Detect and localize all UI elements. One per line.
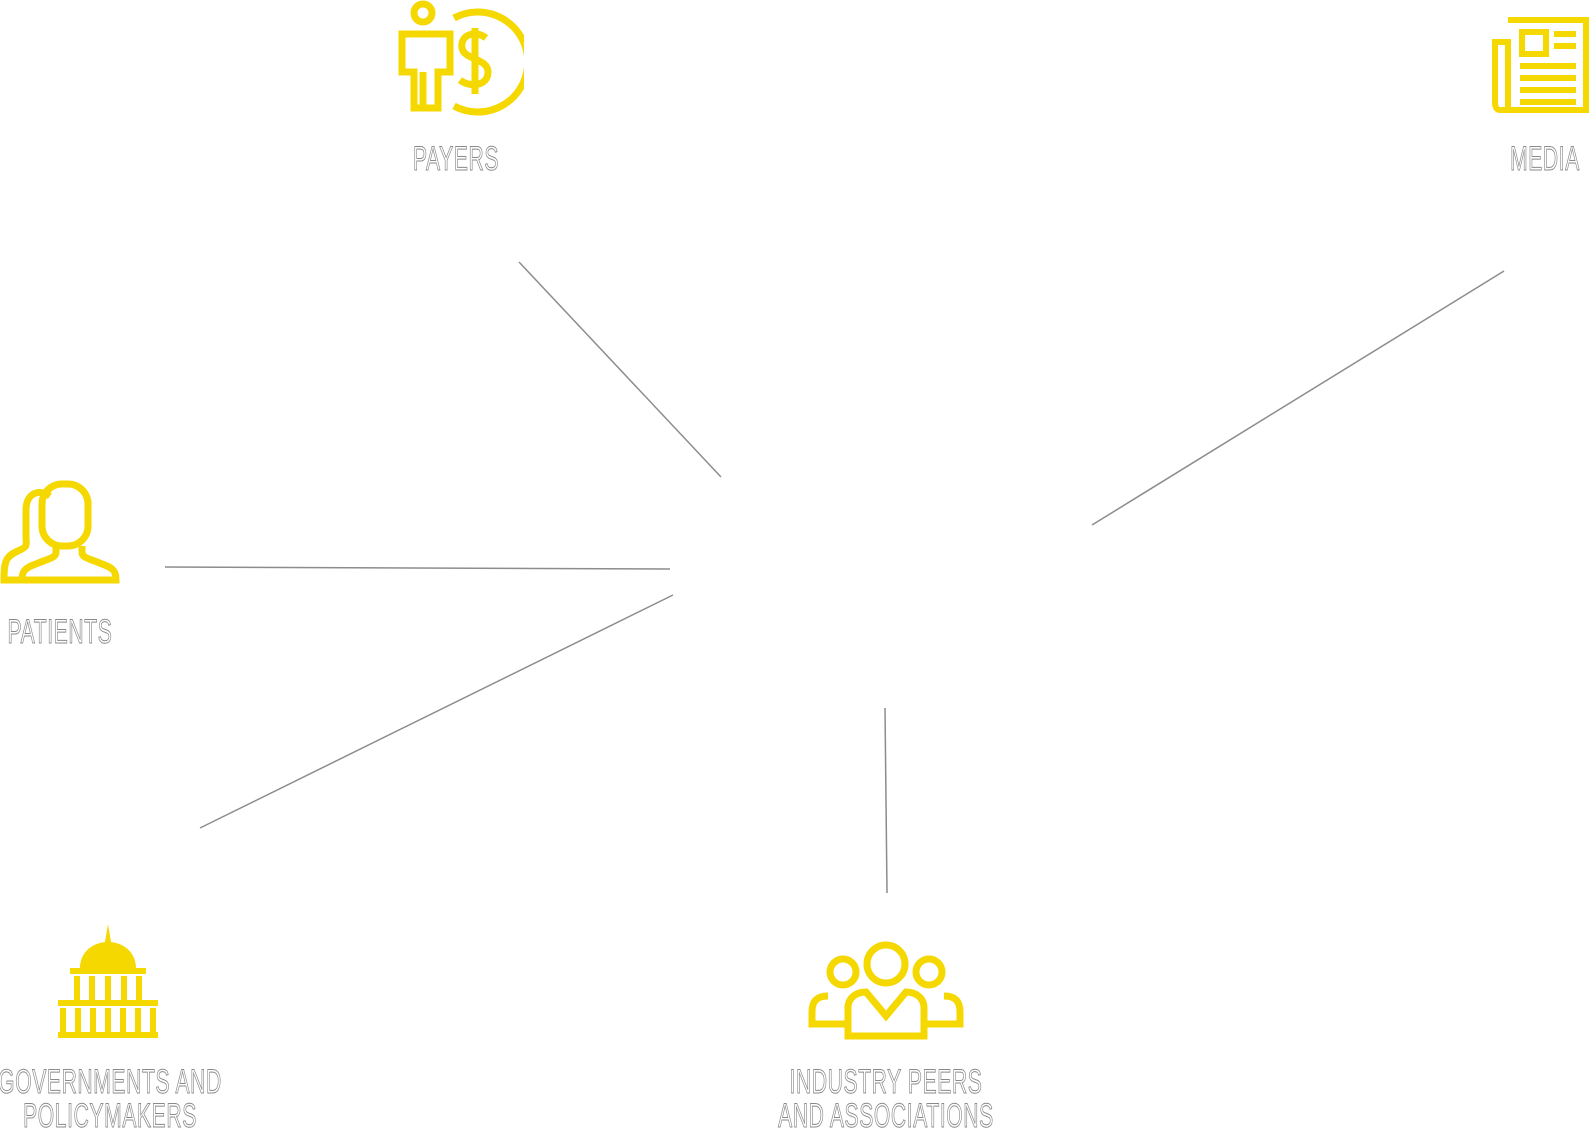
newspaper-icon xyxy=(1492,17,1589,113)
payers-label: PAYERS xyxy=(412,140,500,178)
connector-governments xyxy=(199,594,674,829)
patients-icon xyxy=(0,480,120,584)
person-dollar-icon xyxy=(398,0,524,116)
connector-payers xyxy=(518,261,722,478)
governments-label-line2: POLICYMAKERS xyxy=(23,1097,197,1135)
group-icon xyxy=(808,941,964,1040)
connector-industry xyxy=(884,707,888,894)
industry-label-line2: AND ASSOCIATIONS xyxy=(778,1097,994,1135)
patients-label: PATIENTS xyxy=(7,613,113,651)
connector-patients xyxy=(164,566,671,570)
capitol-building-icon xyxy=(58,924,158,1038)
media-label: MEDIA xyxy=(1510,140,1580,178)
industry-label-line1: INDUSTRY PEERS xyxy=(789,1063,983,1101)
governments-label-line1: GOVERNMENTS AND xyxy=(0,1063,222,1101)
connector-media xyxy=(1091,270,1505,526)
